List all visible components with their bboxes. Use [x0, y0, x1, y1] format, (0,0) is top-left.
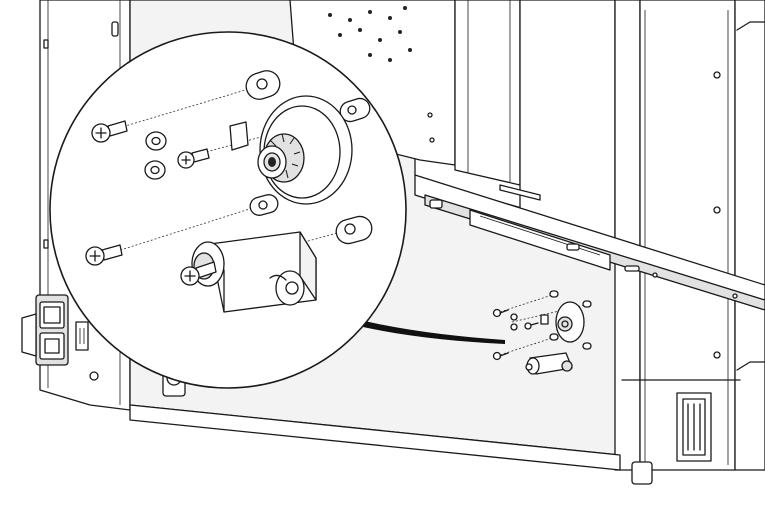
screw-lower: [85, 244, 123, 266]
callout-pointer: [350, 318, 505, 344]
panel-slot: [111, 21, 119, 37]
screw-upper: [91, 120, 128, 143]
screw-motor: [180, 261, 217, 286]
leader-lower: [104, 204, 263, 256]
drawer-slide-rail: [414, 174, 765, 311]
washer-small-upper: [510, 313, 518, 321]
panel-slot: [43, 39, 49, 49]
rail-carriage: [469, 209, 611, 271]
screw-small-upper: [492, 308, 509, 318]
screw-small-middle: [524, 322, 539, 330]
power-entry-module: [21, 294, 99, 381]
base-plinth: [129, 404, 621, 471]
panel-slot: [43, 239, 49, 249]
screw-small-lower: [492, 351, 509, 361]
washer-upper: [145, 131, 167, 151]
ground-screw: [89, 371, 99, 381]
rating-label: [75, 321, 89, 351]
bracket-slot-motor: [335, 215, 373, 245]
washer-small-lower: [510, 323, 518, 331]
motor-small: [525, 352, 573, 375]
square-key: [229, 121, 249, 151]
leveling-foot: [631, 461, 653, 485]
timing-pulley: [257, 95, 353, 205]
door-frame: [614, 0, 641, 471]
magnified-detail-circle: [49, 31, 407, 389]
power-cord-plug: [21, 313, 37, 357]
power-switch: [39, 301, 65, 329]
power-inlet: [39, 332, 65, 360]
warning-label: [676, 392, 712, 462]
bracket-slot-upper: [245, 70, 281, 100]
washer-lower: [144, 160, 166, 180]
bracket-slot-lower: [249, 194, 279, 216]
bracket-slot-right: [339, 97, 371, 123]
screw-middle: [177, 148, 210, 169]
perforation-holes: [328, 6, 412, 62]
front-panel: [519, 0, 616, 241]
exploded-assembly-small: [492, 290, 592, 375]
right-edge: [734, 0, 765, 471]
